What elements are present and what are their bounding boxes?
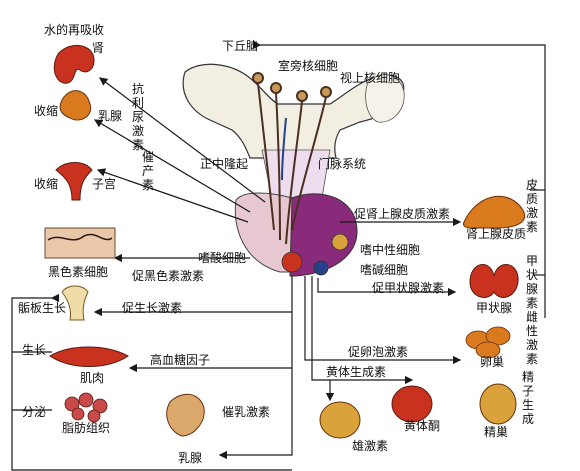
label-kidney: 肾 — [92, 41, 105, 55]
label-thyroid-hormone: 甲状腺素 — [526, 254, 539, 310]
label-contraction-2: 收缩 — [34, 177, 59, 191]
neuron-cells — [252, 72, 332, 245]
corpus-luteum-icon — [319, 401, 361, 439]
label-mammary-top: 乳腺 — [98, 109, 123, 123]
label-mammary-bottom: 乳腺 — [178, 451, 203, 465]
label-supraoptic: 视上核细胞 — [340, 71, 401, 85]
label-uterus: 子宫 — [92, 177, 117, 191]
label-growth: 生长 — [22, 343, 47, 357]
label-sex-hormone: 雌性激素 — [526, 310, 539, 366]
label-acidophil: 嗜酸细胞 — [198, 251, 247, 265]
label-chromophobe: 嗜中性细胞 — [360, 243, 421, 257]
label-progesterone: 黄体酮 — [404, 419, 441, 433]
mammary-gland-icon-bottom — [166, 393, 205, 437]
uterus-icon — [55, 162, 93, 201]
label-fsh: 促卵泡激素 — [348, 345, 409, 359]
ovary-icon — [465, 326, 511, 359]
kidney-icon — [53, 45, 95, 84]
label-contraction-1: 收缩 — [34, 104, 59, 118]
label-adrenal-cortex: 肾上腺皮质 — [466, 227, 527, 241]
label-paraventricular: 室旁核细胞 — [278, 59, 339, 73]
adrenal-icon — [463, 195, 526, 229]
label-prolactin: 催乳激素 — [222, 405, 271, 419]
label-portal-system: 门脉系统 — [318, 157, 367, 171]
label-tsh: 促甲状腺激素 — [372, 281, 445, 295]
label-gh: 促生长激素 — [122, 301, 183, 315]
label-melanocyte: 黑色素细胞 — [48, 265, 109, 279]
hypothalamus-shape — [182, 63, 405, 159]
label-glycemic-factor: 高血糖因子 — [150, 353, 211, 367]
label-basophil: 嗜碱细胞 — [360, 263, 409, 277]
label-testis: 精巢 — [484, 425, 509, 439]
label-sperm-production: 精子生成 — [522, 370, 535, 426]
hormone-pathway-lines — [11, 40, 546, 471]
label-median-eminence: 正中隆起 — [200, 157, 249, 171]
testis-icon — [479, 383, 517, 425]
thyroid-icon — [469, 264, 519, 298]
label-water-reabsorption: 水的再吸收 — [44, 23, 105, 37]
mammary-gland-icon — [59, 90, 92, 121]
ovary-testis-icon — [391, 385, 433, 423]
label-adipose: 脂肪组织 — [62, 421, 111, 435]
muscle-icon — [49, 346, 129, 367]
label-msh: 促黑色素激素 — [132, 269, 205, 283]
label-androgen: 雄激素 — [352, 439, 389, 453]
skin-melanocyte-icon — [44, 227, 116, 259]
label-ovary: 卵巢 — [480, 355, 505, 369]
bone-icon — [61, 285, 89, 321]
label-epiphysis: 骺板生长 — [18, 301, 67, 315]
label-acth: 促肾上腺皮质激素 — [354, 207, 451, 221]
label-thyroid: 甲状腺 — [476, 301, 513, 315]
label-adh: 抗利尿激素 — [132, 82, 145, 152]
adipose-icon — [64, 392, 108, 423]
label-cortical-hormone: 皮质激素 — [526, 178, 539, 234]
label-lh: 黄体生成素 — [326, 365, 387, 379]
label-hypothalamus: 下丘脑 — [222, 39, 259, 53]
label-muscle: 肌肉 — [80, 371, 105, 385]
label-oxytocin: 催产素 — [142, 150, 155, 192]
anterior-lobe-shape — [281, 193, 358, 277]
label-secretion: 分泌 — [22, 405, 47, 419]
